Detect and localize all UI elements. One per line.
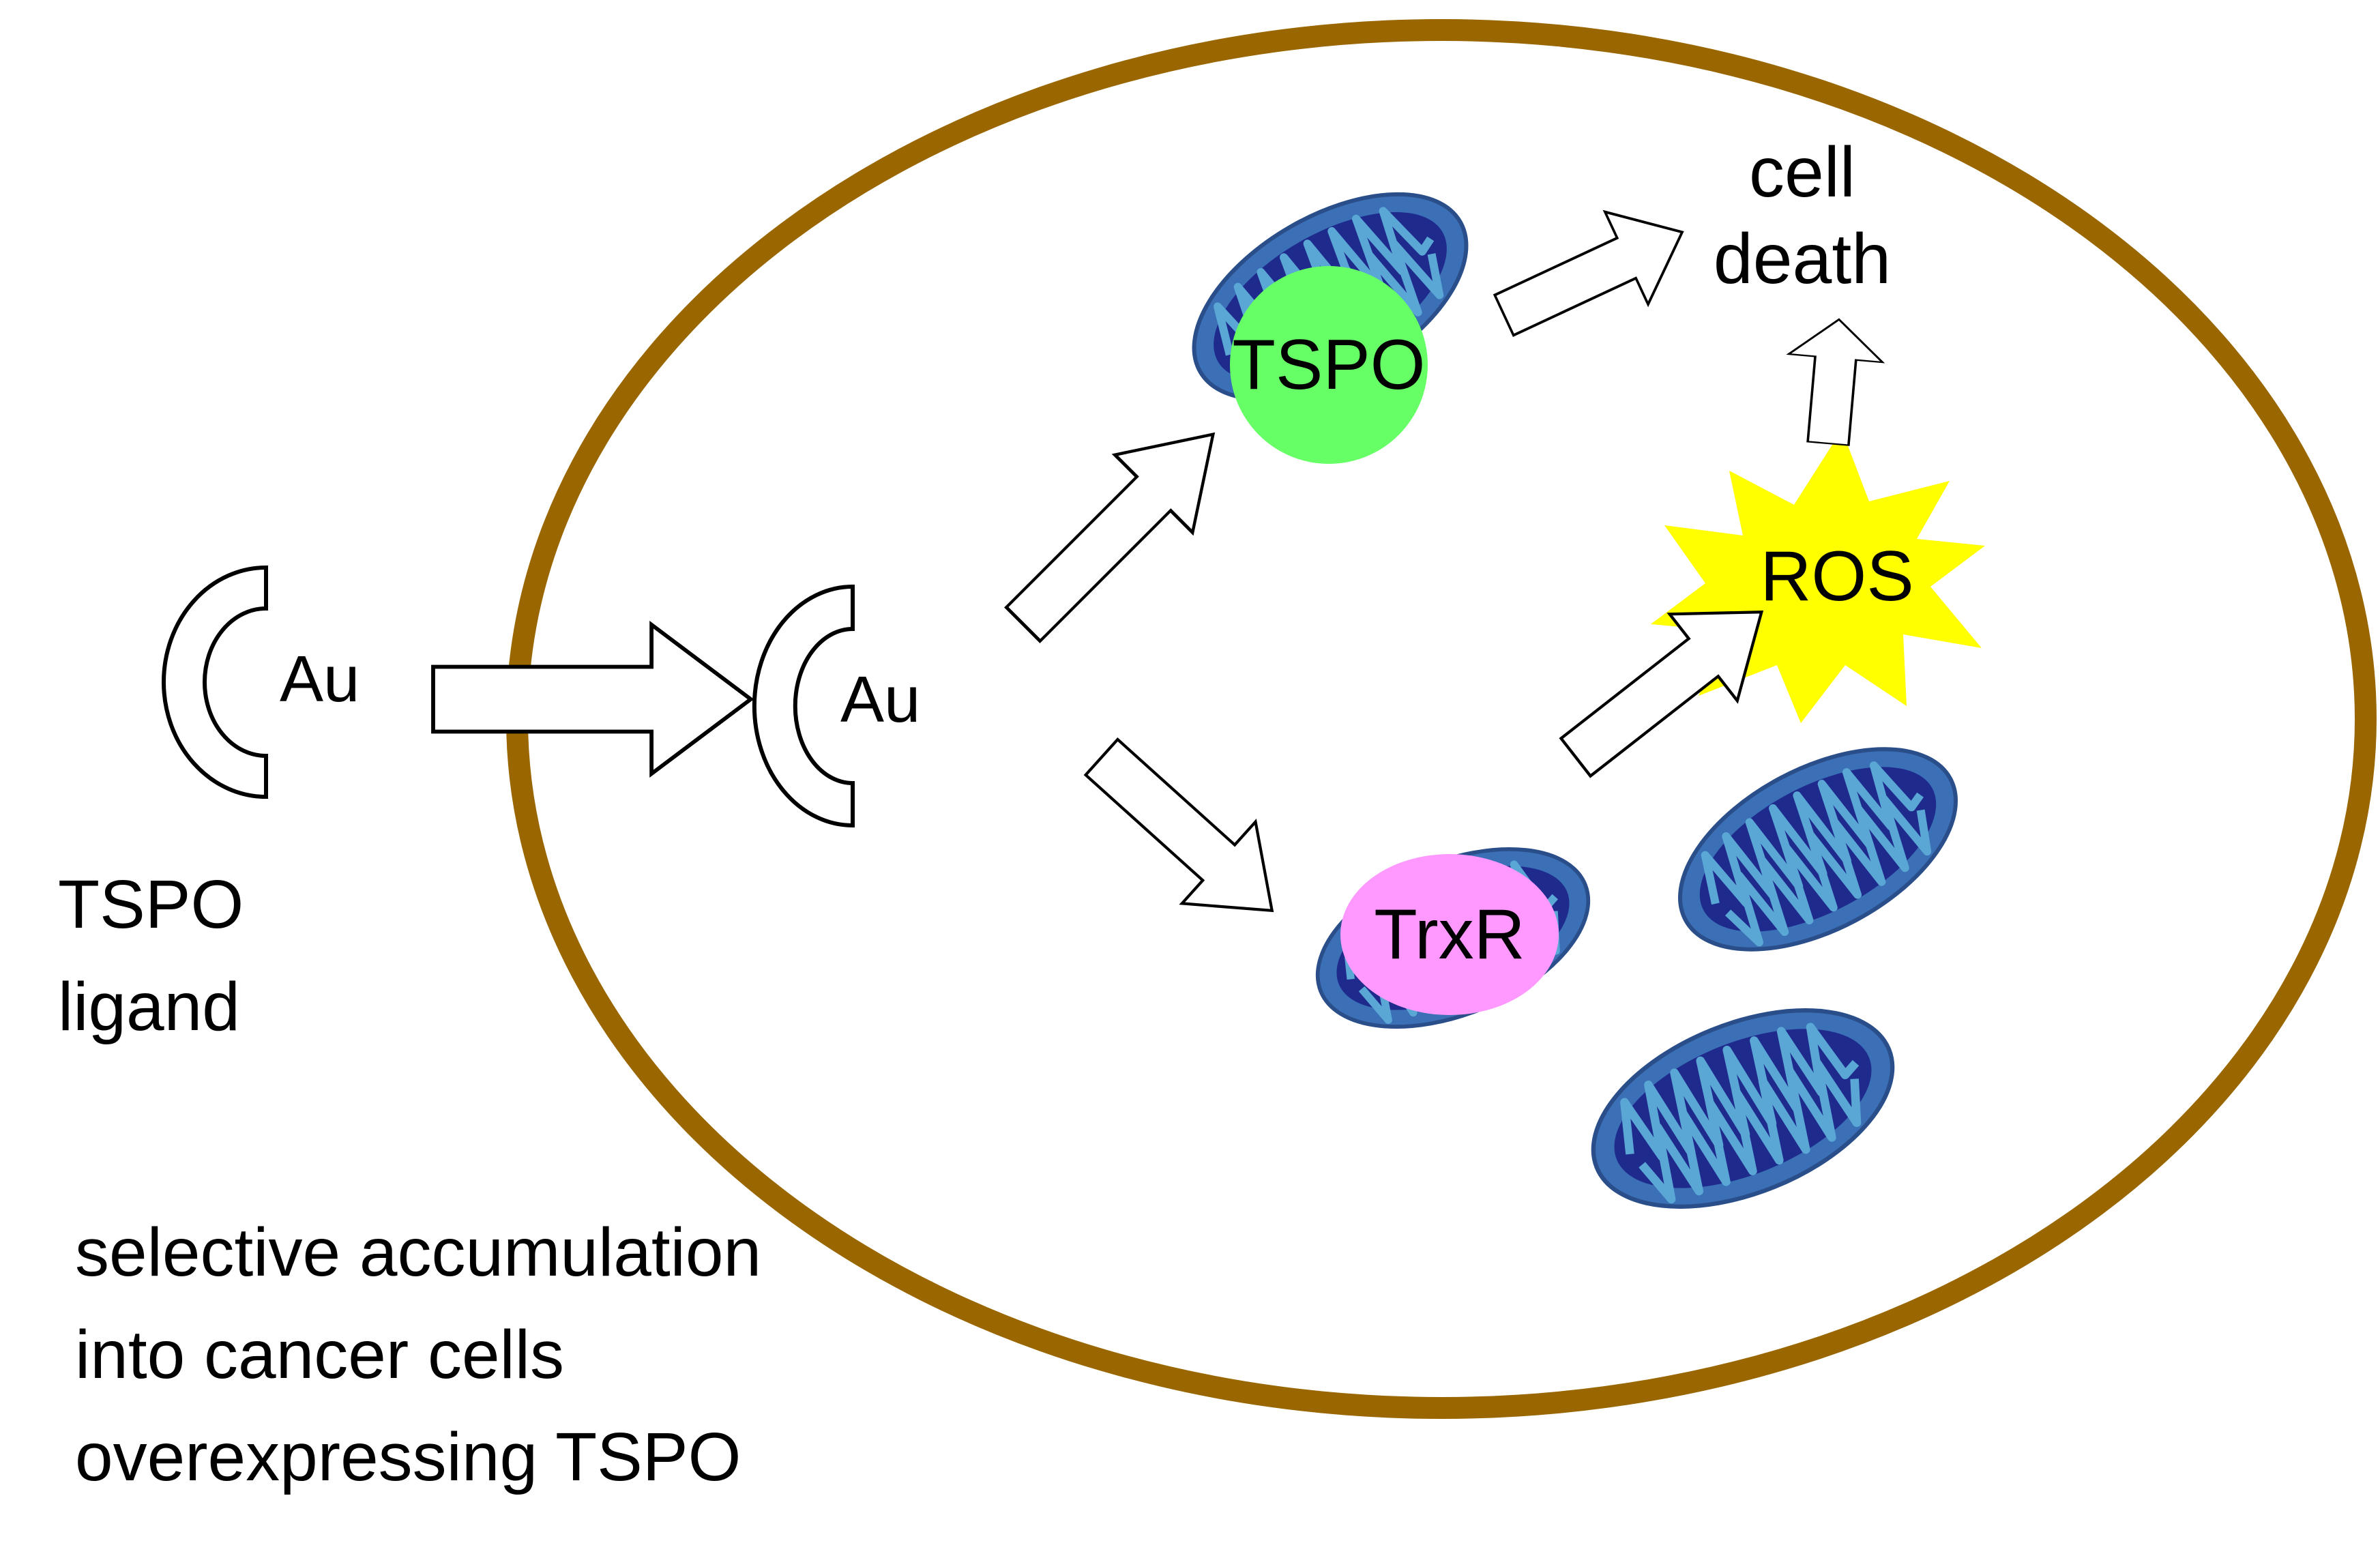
ligand-label-line-1: TSPO (58, 866, 244, 943)
tspo-label: TSPO (1232, 325, 1425, 405)
ligand-label-line-2: ligand (58, 969, 240, 1045)
gold-complex-icon-outside (162, 565, 268, 799)
caption-line-2: into cancer cells (75, 1317, 564, 1393)
mitochondrion-icon-right-bottom (1565, 971, 1920, 1246)
au-label-inside: Au (840, 663, 920, 736)
arrow-uptake (433, 625, 751, 774)
ros-label: ROS (1760, 537, 1913, 616)
arrow-to-trxr (1065, 716, 1308, 951)
trxr-label: TrxR (1374, 895, 1525, 974)
arrow-tspo-to-death (1481, 184, 1705, 363)
tspo-circle (1230, 266, 1428, 464)
arrow-to-tspo (984, 396, 1252, 663)
mitochondrion-icon-right-top (1647, 708, 1988, 991)
arrow-ros-to-death (1780, 314, 1887, 449)
caption-line-3: overexpressing TSPO (75, 1419, 741, 1495)
cell-death-line-2: death (1714, 220, 1891, 299)
gold-complex-icon-inside (752, 584, 855, 828)
trxr-ellipse (1340, 854, 1559, 1015)
cell-death-line-1: cell (1749, 133, 1855, 212)
au-label-outside: Au (280, 643, 359, 716)
caption-line-1: selective accumulation (75, 1214, 761, 1291)
